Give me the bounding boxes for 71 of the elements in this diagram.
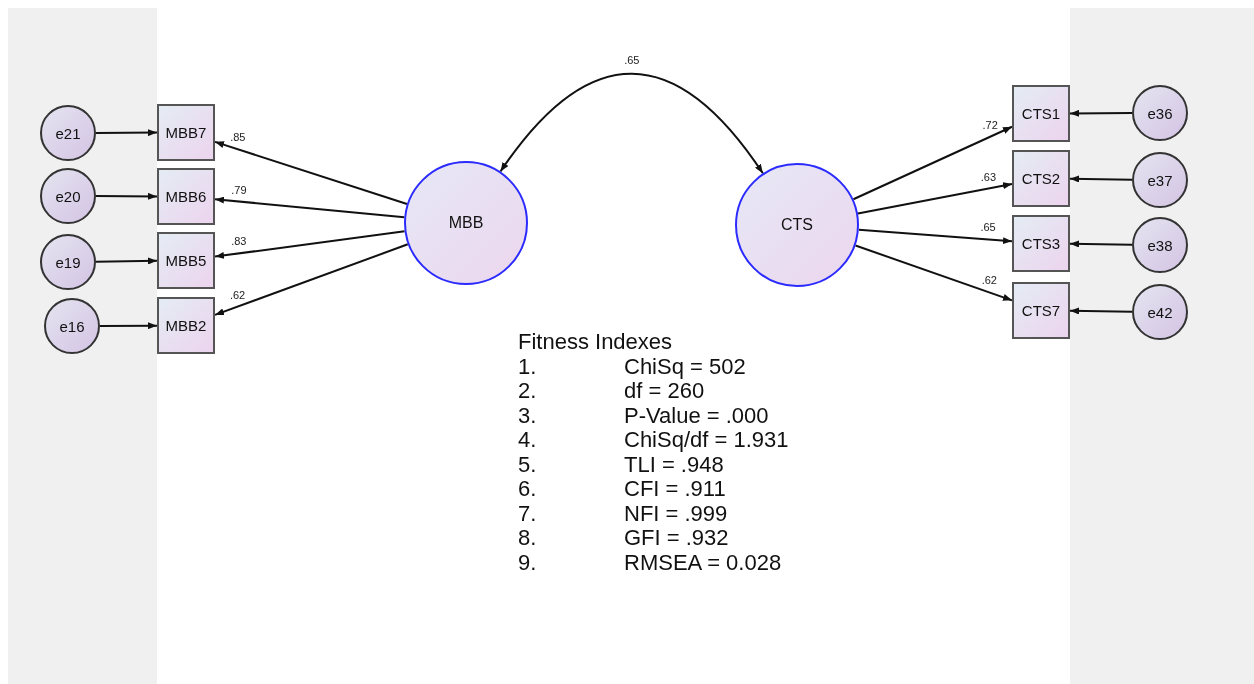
indicator-box: [1012, 282, 1070, 339]
edge-label: .72: [981, 118, 999, 131]
fit-statistic: df = 260: [624, 379, 706, 404]
node-label: MBB: [448, 214, 484, 232]
fit-statistic: NFI = .999: [624, 501, 729, 526]
index-number: 6.: [518, 477, 538, 502]
edge-label: .79: [230, 183, 248, 196]
index-number: 1.: [518, 354, 538, 379]
fit-statistic: P-Value = .000: [624, 403, 770, 428]
arrow: [854, 244, 1013, 302]
fit-statistic: TLI = .948: [624, 452, 725, 477]
node-label: CTS2: [1021, 170, 1061, 187]
node-label: MBB6: [165, 188, 207, 205]
arrow: [1069, 307, 1133, 315]
node-label: CTS7: [1021, 302, 1061, 319]
node-label: e20: [55, 187, 81, 205]
arrow: [1069, 240, 1133, 248]
indicator-box: [1012, 150, 1070, 207]
node-label: CTS1: [1021, 105, 1061, 122]
arrow: [214, 196, 406, 219]
indicator-box: [157, 232, 215, 289]
node-label: MBB5: [165, 252, 207, 269]
edge-label: .83: [230, 235, 248, 248]
fit-statistic: GFI = .932: [624, 526, 730, 551]
index-number: 3.: [518, 403, 538, 428]
arrow: [214, 230, 406, 260]
indicator-box: [157, 104, 215, 161]
index-number: 2.: [518, 379, 538, 404]
index-number: 9.: [518, 550, 538, 575]
edge-label: .63: [979, 170, 998, 183]
edge-label: .62: [980, 274, 998, 287]
arrow: [1069, 109, 1133, 117]
node-label: e21: [55, 124, 81, 142]
node-label: e38: [1147, 236, 1173, 254]
node-label: e19: [55, 253, 81, 271]
fit-statistic: ChiSq/df = 1.931: [624, 428, 789, 453]
arrow: [857, 228, 1013, 245]
edge-label: .85: [229, 131, 247, 144]
indicator-box: [157, 168, 215, 225]
index-number: 4.: [518, 428, 538, 453]
arrow: [499, 72, 764, 175]
index-number: 5.: [518, 452, 538, 477]
arrow: [1069, 175, 1133, 183]
arrow: [214, 243, 409, 316]
node-label: e16: [59, 317, 85, 335]
edge-label: .65: [979, 221, 997, 234]
node-label: MBB7: [165, 124, 207, 141]
node-label: CTS3: [1021, 235, 1061, 252]
arrow: [99, 322, 158, 330]
arrow: [856, 181, 1013, 215]
fit-heading: Fitness Indexes: [518, 330, 674, 355]
node-label: CTS: [781, 216, 813, 234]
node-label: e37: [1147, 171, 1173, 189]
arrow: [95, 192, 158, 200]
node-label: e36: [1147, 104, 1173, 122]
node-label: e42: [1147, 303, 1173, 321]
index-number: 8.: [518, 526, 538, 551]
arrow: [95, 257, 158, 265]
indicator-box: [157, 297, 215, 354]
indicator-box: [1012, 215, 1070, 272]
arrow: [95, 129, 158, 137]
index-number: 7.: [518, 501, 538, 526]
fit-statistic: ChiSq = 502: [624, 354, 747, 379]
fit-statistic: CFI = .911: [624, 477, 727, 502]
edge-label: .65: [623, 53, 641, 66]
arrow: [852, 125, 1013, 201]
fit-statistic: RMSEA = 0.028: [624, 550, 783, 575]
node-label: MBB2: [165, 317, 207, 334]
edge-label: .62: [228, 288, 247, 301]
arrow: [214, 140, 408, 205]
indicator-box: [1012, 85, 1070, 142]
